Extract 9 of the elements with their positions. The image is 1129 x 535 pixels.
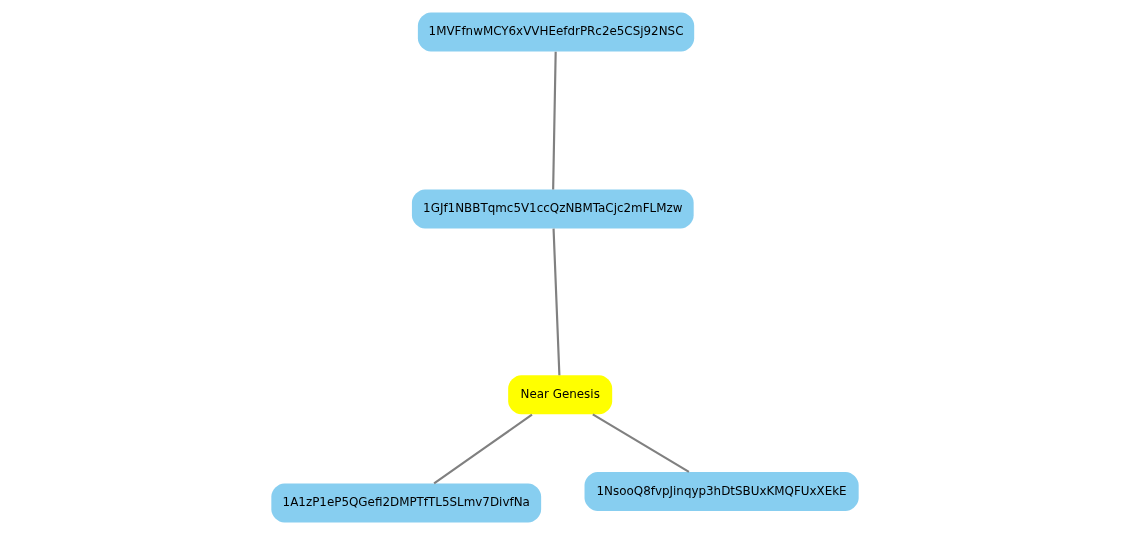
connector bbox=[551, 228, 560, 376]
node-box: 1GJf1NBBTqmc5V1ccQzNBMTaCjc2mFLMzw bbox=[411, 189, 694, 229]
connector bbox=[591, 413, 689, 473]
node-box: 1A1zP1eP5QGefi2DMPTfTL5SLmv7DivfNa bbox=[270, 483, 541, 523]
node-box: 1NsooQ8fvpJinqyp3hDtSBUxKMQFUxXEkE bbox=[584, 472, 859, 511]
connector bbox=[433, 413, 533, 485]
connector bbox=[551, 51, 557, 190]
node-box: 1MVFfnwMCY6xVVHEefdrPRc2e5CSj92NSC bbox=[417, 12, 694, 52]
node-box: Near Genesis bbox=[507, 375, 612, 415]
